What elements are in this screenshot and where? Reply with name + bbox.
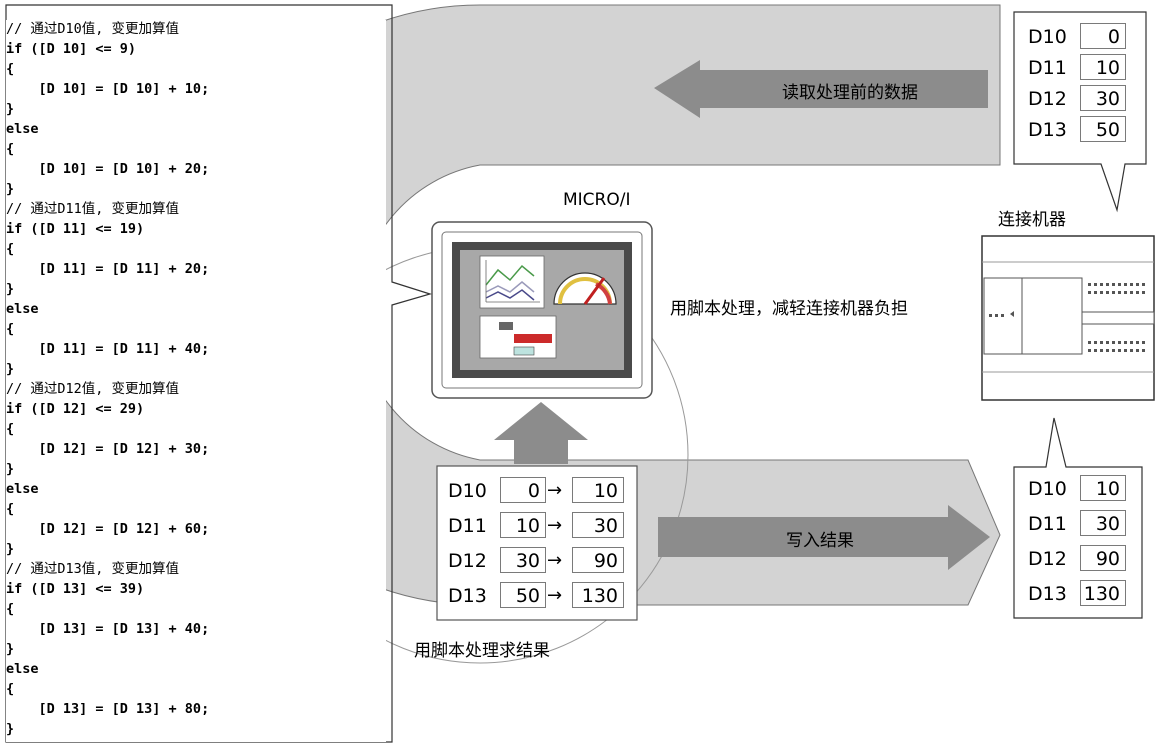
up-arrow	[494, 402, 588, 464]
code-line: [D 11] = [D 11] + 40;	[6, 341, 210, 357]
register-row: D10 0→ 10	[448, 476, 630, 506]
script-code-panel: // 通过D10值, 变更加算值 if ([D 10] <= 9) { [D 10]…	[6, 20, 386, 742]
register-row: D12 90	[1028, 544, 1138, 574]
register-value-after: 130	[572, 582, 624, 608]
register-row: D11 30	[1028, 509, 1138, 539]
right-arrow-icon: →	[547, 480, 563, 501]
write-arrow	[658, 505, 990, 570]
read-arrow	[654, 60, 988, 118]
register-row: D10 0	[1028, 22, 1138, 52]
micro-panel	[431, 221, 653, 399]
register-name: D11	[448, 515, 487, 537]
code-line: }	[6, 541, 15, 557]
register-row: D10 10	[1028, 474, 1138, 504]
register-name: D13	[1028, 119, 1067, 141]
register-value: 10	[1080, 54, 1126, 80]
register-value: 0	[1080, 23, 1126, 49]
right-arrow-icon: →	[547, 515, 563, 536]
register-value: 50	[1080, 116, 1126, 142]
code-line: }	[6, 721, 15, 737]
script-result-caption: 用脚本处理求结果	[414, 641, 550, 661]
code-line: {	[6, 321, 15, 337]
code-line: [D 12] = [D 12] + 60;	[6, 521, 210, 537]
code-comment-line: // 通过D10值, 变更加算值	[6, 21, 180, 37]
code-line: }	[6, 361, 15, 377]
code-line: [D 12] = [D 12] + 30;	[6, 441, 210, 457]
register-name: D13	[448, 585, 487, 607]
register-row: D13 130	[1028, 579, 1138, 609]
register-name: D10	[1028, 26, 1067, 48]
code-line: [D 13] = [D 13] + 80;	[6, 701, 210, 717]
register-value-before: 10	[500, 512, 546, 538]
register-name: D12	[1028, 88, 1067, 110]
register-name: D11	[1028, 57, 1067, 79]
register-row: D11 10	[1028, 53, 1138, 83]
code-line: [D 10] = [D 10] + 10;	[6, 81, 210, 97]
register-row: D13 50	[1028, 115, 1138, 145]
register-value-before: 0	[500, 477, 546, 503]
code-line: }	[6, 101, 15, 117]
register-value-after: 10	[572, 477, 624, 503]
device-title: 连接机器	[998, 210, 1066, 230]
register-value-after: 90	[572, 547, 624, 573]
code-comment-line: // 通过D11值, 变更加算值	[6, 201, 180, 217]
code-line: {	[6, 421, 15, 437]
code-line: if ([D 11] <= 19)	[6, 221, 145, 237]
right-arrow-icon: →	[547, 550, 563, 571]
code-line: {	[6, 601, 15, 617]
code-line: [D 13] = [D 13] + 40;	[6, 621, 210, 637]
code-callout-border	[5, 4, 433, 743]
register-value-before: 30	[500, 547, 546, 573]
code-line: else	[6, 481, 39, 497]
code-line: if ([D 10] <= 9)	[6, 41, 137, 57]
register-row: D11 10→ 30	[448, 511, 630, 541]
code-line: {	[6, 241, 15, 257]
register-name: D11	[1028, 513, 1067, 535]
script-note: 用脚本处理，减轻连接机器负担	[670, 299, 908, 319]
register-name: D12	[1028, 548, 1067, 570]
register-value-before: 50	[500, 582, 546, 608]
code-line: [D 10] = [D 10] + 20;	[6, 161, 210, 177]
micro-title: MICRO/I	[563, 190, 631, 210]
code-line: [D 11] = [D 11] + 20;	[6, 261, 210, 277]
plc-device	[981, 235, 1155, 401]
register-name: D10	[448, 480, 487, 502]
code-line: else	[6, 301, 39, 317]
register-row: D12 30→ 90	[448, 546, 630, 576]
code-line: else	[6, 121, 39, 137]
code-line: {	[6, 681, 15, 697]
register-value: 10	[1080, 475, 1126, 501]
register-value: 90	[1080, 545, 1126, 571]
code-line: }	[6, 641, 15, 657]
code-comment-line: // 通过D13值, 变更加算值	[6, 561, 180, 577]
register-value-after: 30	[572, 512, 624, 538]
register-value: 130	[1080, 580, 1126, 606]
register-row: D12 30	[1028, 84, 1138, 114]
register-name: D10	[1028, 478, 1067, 500]
code-line: {	[6, 141, 15, 157]
code-line: }	[6, 461, 15, 477]
code-line: }	[6, 181, 15, 197]
register-name: D12	[448, 550, 487, 572]
code-line: }	[6, 281, 15, 297]
code-comment-line: // 通过D12值, 变更加算值	[6, 381, 180, 397]
register-name: D13	[1028, 583, 1067, 605]
code-line: if ([D 13] <= 39)	[6, 581, 145, 597]
register-row: D13 50→ 130	[448, 581, 630, 611]
write-arrow-label: 写入结果	[786, 531, 854, 551]
read-arrow-label: 读取处理前的数据	[782, 83, 918, 103]
code-line: else	[6, 661, 39, 677]
register-value: 30	[1080, 85, 1126, 111]
code-line: if ([D 12] <= 29)	[6, 401, 145, 417]
code-line: {	[6, 501, 15, 517]
right-arrow-icon: →	[547, 585, 563, 606]
register-value: 30	[1080, 510, 1126, 536]
code-line: {	[6, 61, 15, 77]
